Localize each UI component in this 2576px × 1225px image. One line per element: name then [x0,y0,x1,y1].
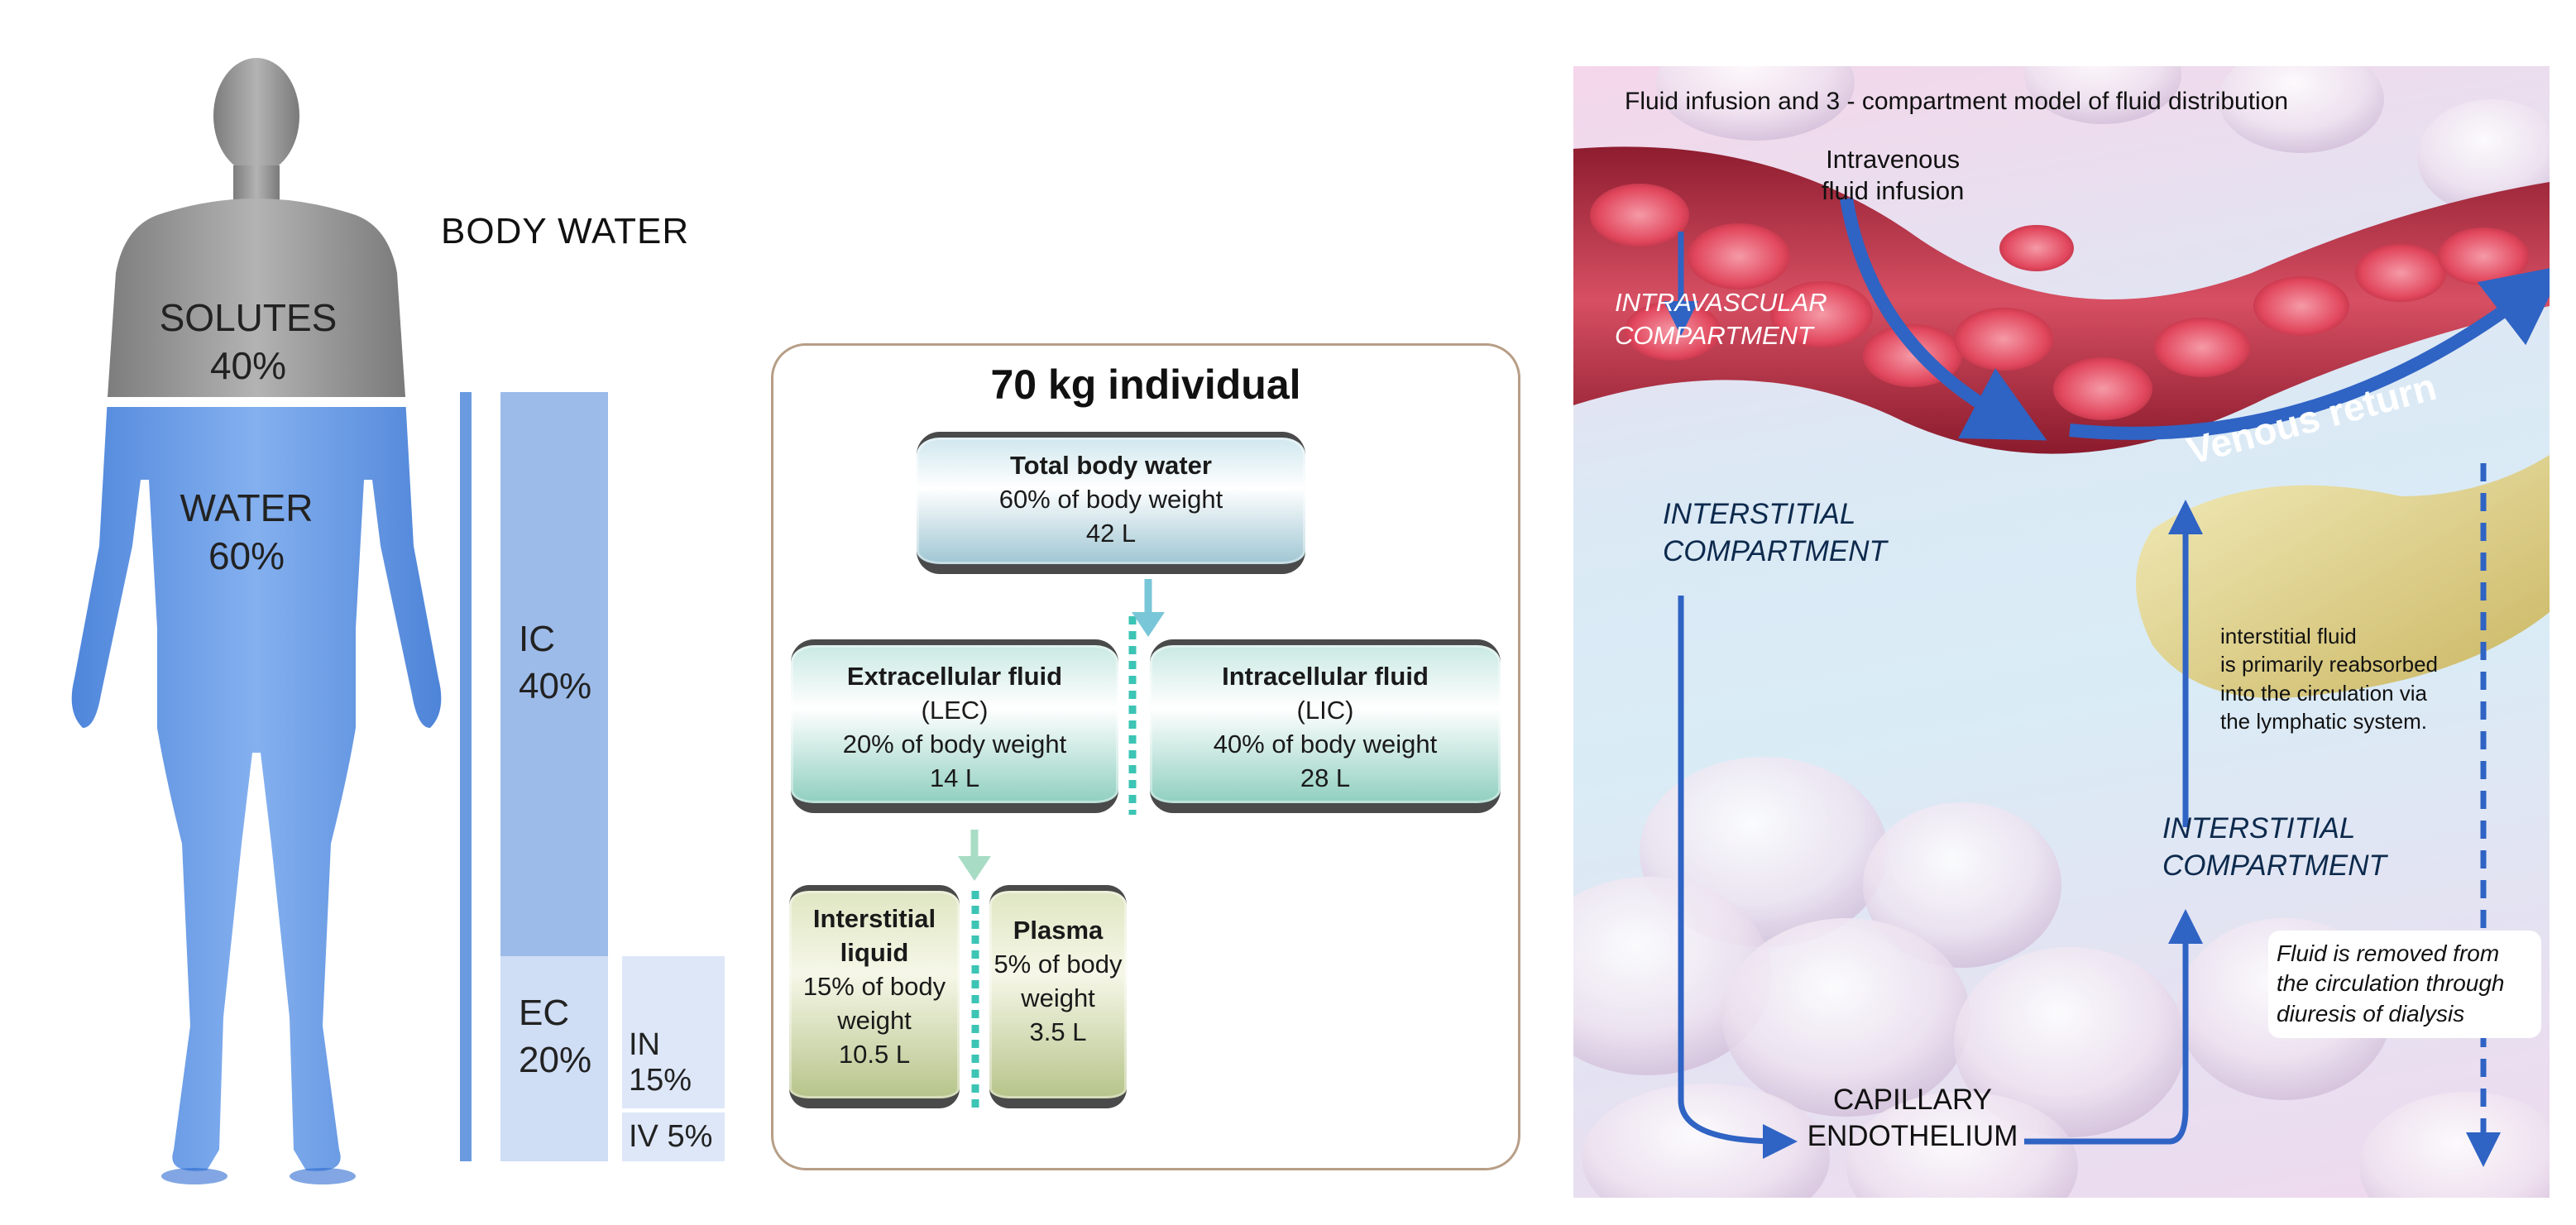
interstitial-name-1: Interstitial [812,904,936,933]
lymph-line-3: into the circulation via [2220,680,2428,706]
ec-label: EC 20% [519,989,591,1084]
plasma-name: Plasma [1013,916,1104,945]
ic-percent: 40% [519,666,592,707]
venous-return-arrow [2069,265,2550,440]
intravascular-label: INTRAVASCULAR COMPARTMENT [1615,286,1827,352]
body-water-title: BODY WATER [441,211,690,251]
ec-percent: 20% [519,1040,592,1081]
total-body-water-pill: Total body water 60% of body weight 42 L [917,432,1305,574]
extracellular-pct: 20% of body weight [842,729,1067,758]
lymph-line-2: is primarily reabsorbed [2220,652,2438,677]
iv-label: IV 5% [629,1119,713,1154]
removal-label-bg [2268,931,2541,1038]
arrow-down-lower-head [958,856,991,881]
intracellular-name: Intracellular fluid [1222,662,1429,691]
lymph-line-1: interstitial fluid [2220,624,2357,648]
iv-infusion-line-2: fluid infusion [1822,175,1965,205]
model-title: Fluid infusion and 3 - compartment model… [1625,88,2289,115]
interstitial-right-line-2: COMPARTMENT [2162,849,2387,882]
intracellular-pct: 40% of body weight [1213,729,1438,758]
capillary-to-interstitial-arrow [2024,909,2203,1145]
infusion-arrow [1840,197,2047,441]
intracellular-volume: 28 L [1300,763,1351,792]
extracellular-name: Extracellular fluid [846,662,1063,691]
total-body-water-pct: 60% of body weight [998,484,1223,514]
iv-infusion-label: Intravenous fluid infusion [1822,144,1964,207]
solutes-text: SOLUTES [159,296,338,339]
interstitial-left-label: INTERSTITIAL COMPARTMENT [1663,496,1887,571]
in-label: IN 15% [629,1027,692,1098]
lymphatic-structure [2136,455,2550,698]
arrow-down-upper-head [1132,612,1165,637]
interstitial-pill: Interstitial liquid 15% of body weight 1… [789,885,960,1108]
red-blood-cells [1590,184,2529,420]
extracellular-abbr: (LEC) [921,695,989,725]
removal-line-3: diuresis of dialysis [2277,1000,2465,1026]
removal-label: Fluid is removed from the circulation th… [2277,939,2505,1029]
ic-bar: IC 40% [500,392,608,956]
solutes-label: SOLUTES 40% [149,294,347,390]
human-figure [71,58,442,1184]
water-text: WATER [180,486,314,529]
interstitial-right-line-1: INTERSTITIAL [2162,812,2356,845]
in-bar: IN 15% [622,956,725,1108]
intravascular-line-1: INTRAVASCULAR [1615,288,1827,317]
total-body-water-volume: 42 L [1085,518,1137,548]
interstitial-name-2: liquid [840,937,909,967]
water-percent: 60% [208,534,285,577]
lymph-label: interstitial fluid is primarily reabsorb… [2220,622,2438,735]
extracellular-pill: Extracellular fluid (LEC) 20% of body we… [791,639,1118,813]
lymph-line-4: the lymphatic system. [2220,708,2427,734]
ic-text: IC [519,619,555,659]
capillary-line-2: ENDOTHELIUM [1807,1119,2018,1152]
water-label: WATER 60% [147,485,346,580]
interstitial-volume: 10.5 L [838,1039,911,1069]
interstitial-left-line-1: INTERSTITIAL [1663,498,1856,530]
interstitial-pct-2: weight [837,1005,912,1035]
interstitial-right-label: INTERSTITIAL COMPARTMENT [2162,811,2387,885]
total-water-bar [460,392,472,1161]
ic-label: IC 40% [519,615,591,710]
total-body-water-name: Total body water [1009,451,1212,480]
intracellular-pill: Intracellular fluid (LIC) 40% of body we… [1150,639,1501,813]
individual-title: 70 kg individual [990,361,1301,408]
iv-infusion-line-1: Intravenous [1826,145,1961,174]
capillary-label: CAPILLARY ENDOTHELIUM [1805,1082,2020,1155]
fluid-model-panel: Fluid infusion and 3 - compartment model… [1573,66,2550,1198]
flow-arrows [1664,197,2550,1167]
fluid-model-illustration [1573,66,2550,1198]
removal-line-2: the circulation through [2277,970,2505,997]
removal-line-1: Fluid is removed from [2277,940,2500,966]
middle-connectors [958,579,1165,1108]
iv-bar: IV 5% [622,1113,725,1161]
background-cells [1573,66,2550,1198]
intravascular-line-2: COMPARTMENT [1615,320,1813,350]
interstitial-to-capillary-arrow [1678,596,1798,1159]
blood-vessel [1573,146,2550,454]
capillary-line-1: CAPILLARY [1833,1084,1992,1116]
plasma-pill: Plasma 5% of body weight 3.5 L [989,885,1127,1108]
plasma-pct: 5% of body [994,949,1123,979]
solutes-percent: 40% [209,343,287,387]
interstitial-left-line-2: COMPARTMENT [1663,534,1887,567]
extracellular-volume: 14 L [929,763,980,792]
interstitial-pct: 15% of body [802,971,946,1001]
ec-bar: EC 20% [500,956,608,1161]
plasma-pct-2: weight [1021,983,1095,1012]
plasma-volume: 3.5 L [1029,1017,1087,1046]
intracellular-abbr: (LIC) [1296,695,1354,725]
ec-text: EC [519,993,570,1033]
